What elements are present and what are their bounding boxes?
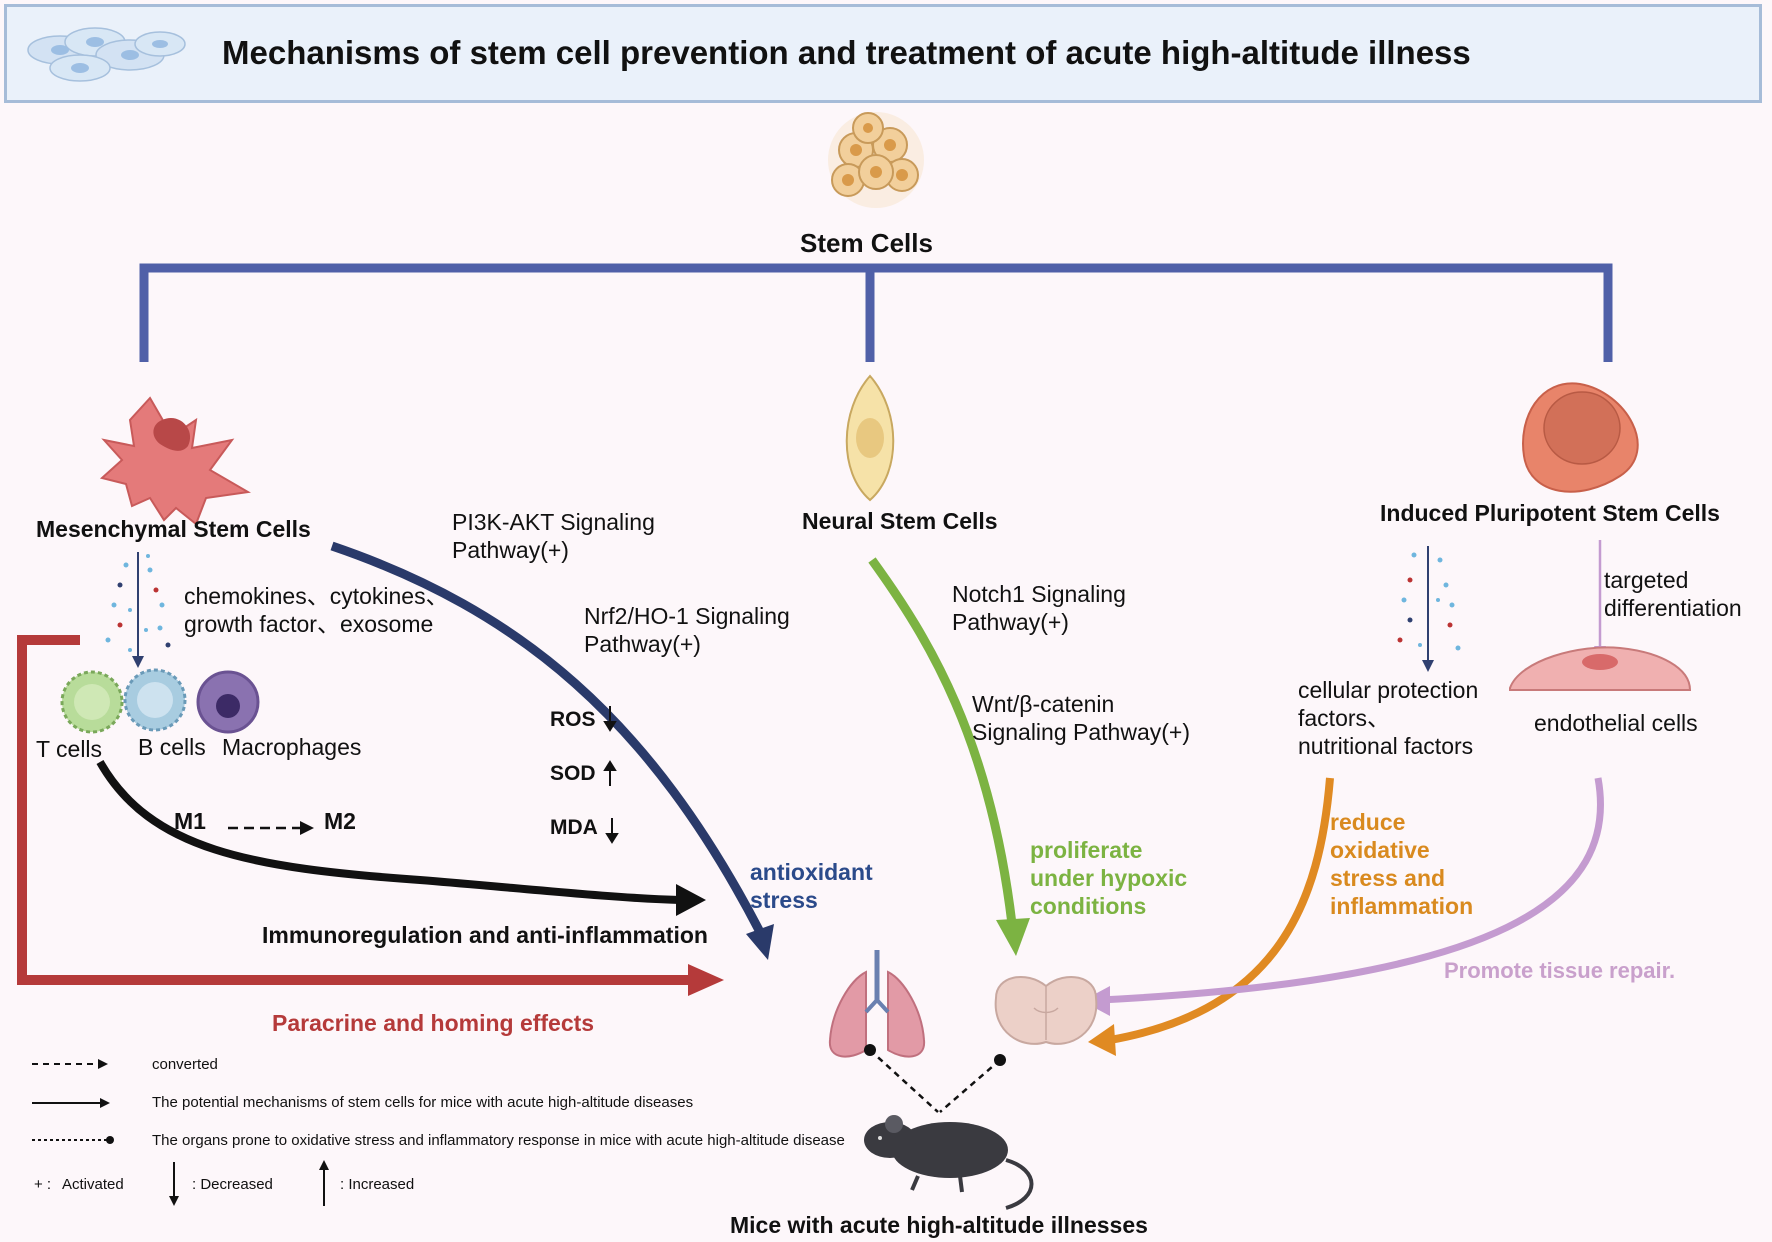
b-cells-label: B cells xyxy=(138,734,206,760)
legend-increased: : Increased xyxy=(340,1176,415,1193)
nsc-effect-label: proliferate under hypoxic conditions xyxy=(1030,837,1188,919)
immunoregulation-arrowhead xyxy=(676,884,706,916)
paracrine-arrow xyxy=(17,635,690,985)
mouse-icon xyxy=(864,1115,1034,1210)
legend-decreased: : Decreased xyxy=(192,1176,273,1193)
paracrine-label: Paracrine and homing effects xyxy=(272,1010,595,1036)
msc-secretions-label: chemokines、cytokines、 growth factor、exos… xyxy=(184,583,449,637)
antioxidant-arrow xyxy=(330,541,764,935)
neural-stem-cell-icon xyxy=(845,374,895,502)
immunoregulation-label: Immunoregulation and anti-inflammation xyxy=(262,922,708,948)
tissue-repair-arrow xyxy=(1099,777,1604,1004)
m2-label: M2 xyxy=(324,808,356,834)
legend-converted: converted xyxy=(152,1056,218,1073)
sod-label: SOD xyxy=(550,762,596,785)
marker-arrows xyxy=(603,706,619,844)
reduce-oxidative-arrow xyxy=(1109,777,1334,1044)
macrophage-icon xyxy=(196,670,260,734)
t-cells-label: T cells xyxy=(36,736,103,762)
t-cell-icon xyxy=(60,670,124,734)
stem-cell-cluster-icon xyxy=(828,112,924,208)
mesenchymal-stem-cell-icon xyxy=(99,396,252,526)
tissue-repair-label: Promote tissue repair. xyxy=(1444,958,1676,983)
stem-cell-tree xyxy=(139,263,1613,362)
immunoregulation-arrow xyxy=(96,760,681,904)
organ-to-mouse-dotted-lines xyxy=(864,1044,1006,1113)
macrophages-label: Macrophages xyxy=(222,734,362,760)
mda-label: MDA xyxy=(550,816,598,839)
paracrine-arrowhead xyxy=(688,964,724,996)
reduce-oxidative-label: reduce oxidative stress and inflammation xyxy=(1330,809,1474,919)
legend-symbols xyxy=(32,1059,329,1206)
page-title: Mechanisms of stem cell prevention and t… xyxy=(222,34,1471,71)
root-label: Stem Cells xyxy=(800,228,933,258)
endothelial-cell-icon xyxy=(1509,646,1692,691)
brain-icon xyxy=(994,976,1098,1045)
nsc-label: Neural Stem Cells xyxy=(802,508,998,534)
legend-activated: Activated xyxy=(62,1176,124,1193)
nrf2-pathway-label: Nrf2/HO-1 Signaling Pathway(+) xyxy=(584,603,790,657)
msc-label: Mesenchymal Stem Cells xyxy=(36,516,311,542)
lungs-icon xyxy=(828,950,926,1058)
ipsc-factors-label: cellular protection factors、 nutritional… xyxy=(1298,677,1479,759)
ros-label: ROS xyxy=(550,708,596,731)
wnt-pathway-label: Wnt/β-catenin Signaling Pathway(+) xyxy=(972,691,1190,745)
title-cells-icon xyxy=(27,27,186,82)
legend-plus-symbol: + : xyxy=(34,1176,52,1193)
ipsc-secretion-dots-icon xyxy=(1397,546,1461,672)
title-bar xyxy=(4,4,1762,103)
nsc-proliferate-arrow xyxy=(868,557,1017,925)
endothelial-label: endothelial cells xyxy=(1534,710,1698,736)
legend-organs: The organs prone to oxidative stress and… xyxy=(152,1132,845,1149)
nsc-proliferate-arrowhead xyxy=(996,918,1030,956)
b-cell-icon xyxy=(123,668,187,732)
legend-mechanisms: The potential mechanisms of stem cells f… xyxy=(152,1094,694,1111)
ipsc-cell-icon xyxy=(1522,382,1639,493)
reduce-oxidative-arrowhead xyxy=(1088,1024,1116,1056)
antioxidant-label: antioxidant stress xyxy=(750,859,873,913)
differentiation-label: targeted differentiation xyxy=(1604,567,1742,621)
notch1-pathway-label: Notch1 Signaling Pathway(+) xyxy=(952,581,1126,635)
ipsc-label: Induced Pluripotent Stem Cells xyxy=(1380,500,1720,526)
m1-label: M1 xyxy=(174,808,206,834)
target-label: Mice with acute high-altitude illnesses xyxy=(730,1212,1148,1238)
msc-secretion-dots-icon xyxy=(105,552,171,668)
antioxidant-arrowhead xyxy=(746,924,774,960)
pi3k-pathway-label: PI3K-AKT Signaling Pathway(+) xyxy=(452,509,655,563)
